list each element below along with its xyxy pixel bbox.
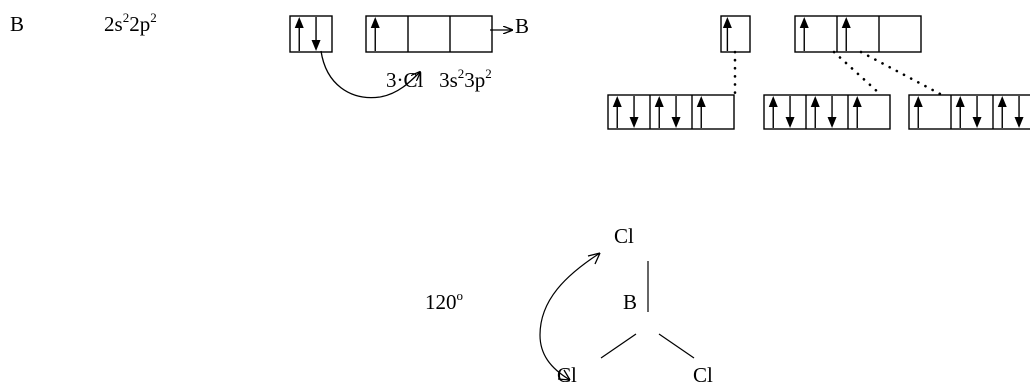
cl-orbital-row-1: [607, 94, 735, 130]
b-ground-2s-box: [289, 15, 333, 53]
bcl3-bonds: [600, 261, 695, 359]
ligand-cl-top: Cl: [614, 224, 634, 248]
b-excited-p-boxes: [794, 15, 922, 53]
b-electron-configuration: 2s22p2: [104, 10, 157, 36]
cl-orbital-row-3: [908, 94, 1030, 130]
central-atom-b: B: [623, 290, 638, 314]
pairing-dotted-lines: [733, 50, 946, 98]
angle-arrowhead-bottom: [557, 369, 571, 381]
angle-arrowhead-top: [587, 252, 601, 265]
orbital-diagrams: [289, 15, 1030, 130]
pairing-line-2: [832, 50, 882, 96]
bond-b-cl-left: [600, 333, 637, 359]
pairing-line-3: [859, 50, 946, 98]
bond-b-cl-right: [658, 333, 695, 359]
arrow-target-b-label: B: [515, 14, 530, 38]
angle-double-arrow: [539, 252, 601, 381]
chlorine-configuration: 3·Cl 3s23p2: [386, 66, 492, 92]
promotion-curved-arrow: [320, 50, 420, 99]
ligand-cl-right: Cl: [693, 363, 713, 387]
element-label-b: B: [10, 12, 25, 36]
cl-orbital-row-2: [763, 94, 891, 130]
bond-angle-label: 120o: [425, 288, 463, 314]
b-excited-s-box: [720, 15, 751, 53]
b-ground-2p-boxes: [365, 15, 493, 53]
